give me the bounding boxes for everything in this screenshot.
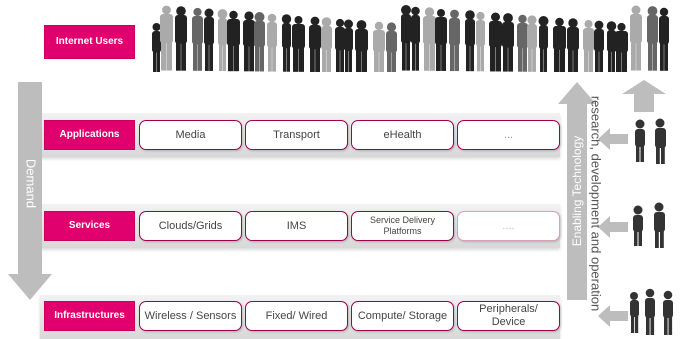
- cell-transport: Transport: [245, 120, 348, 150]
- cell-ehealth: eHealth: [351, 120, 454, 150]
- left-arrow-services: [598, 216, 628, 238]
- infrastructures-label: Infrastructures: [44, 301, 135, 331]
- crowd-silhouettes: [152, 5, 669, 72]
- demand-arrow: [8, 82, 52, 300]
- people-group-services-icon: [633, 202, 665, 248]
- cell-applications-more: ...: [457, 120, 560, 150]
- internet-users-label: Internet Users: [44, 25, 135, 59]
- cell-wireless-sensors: Wireless / Sensors: [139, 301, 242, 331]
- up-arrow-top: [622, 80, 666, 112]
- cell-compute-storage: Compute/ Storage: [351, 301, 454, 331]
- cell-ims: IMS: [245, 211, 348, 241]
- enabling-technology-label: Enabling Technology: [570, 135, 584, 247]
- cell-media: Media: [139, 120, 242, 150]
- cell-clouds-grids: Clouds/Grids: [139, 211, 242, 241]
- people-group-infrastructures-icon: [630, 288, 673, 335]
- applications-label: Applications: [44, 120, 135, 150]
- cell-services-more: ....: [457, 211, 560, 241]
- cell-peripherals-device: Peripherals/ Device: [457, 301, 560, 331]
- demand-label: Demand: [23, 158, 39, 209]
- left-arrow-applications: [598, 128, 628, 150]
- left-arrow-infrastructures: [598, 305, 628, 327]
- services-label: Services: [44, 211, 135, 241]
- cell-service-delivery-platforms: Service Delivery Platforms: [351, 211, 454, 241]
- enabling-technology-arrow: [558, 82, 596, 300]
- people-group-applications-icon: [635, 118, 666, 164]
- cell-fixed-wired: Fixed/ Wired: [245, 301, 348, 331]
- research-development-label: research, development and operation: [588, 95, 604, 312]
